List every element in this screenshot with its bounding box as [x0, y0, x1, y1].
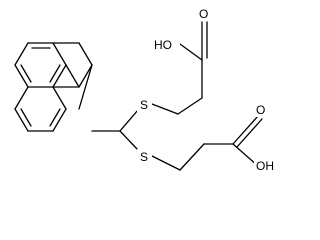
- atom-label-hydroxyl: HO: [154, 38, 172, 52]
- atom-labels: O HO S S O OH: [137, 6, 280, 173]
- bond: [52, 108, 67, 132]
- side-chains: [91, 21, 263, 171]
- naphthalene-ring: [14, 42, 93, 132]
- structure-diagram: O HO S S O OH: [14, 6, 280, 173]
- bond: [65, 64, 80, 88]
- bond: [232, 115, 259, 145]
- bond: [20, 108, 32, 127]
- bond: [49, 64, 61, 83]
- bond: [52, 42, 67, 66]
- atom-label-oxygen: O: [256, 103, 265, 117]
- bond: [232, 143, 259, 167]
- bond: [14, 42, 29, 66]
- atom-label-oxygen: O: [199, 7, 208, 21]
- bond: [177, 97, 203, 115]
- bond: [179, 43, 203, 61]
- bond: [119, 109, 139, 132]
- bond: [179, 143, 205, 171]
- bond: [49, 108, 61, 127]
- bond: [236, 118, 263, 148]
- bond: [52, 64, 67, 88]
- bond: [14, 108, 29, 132]
- bond: [78, 42, 93, 66]
- bond: [52, 86, 67, 110]
- bond: [151, 103, 179, 115]
- bond: [151, 155, 181, 171]
- bond: [78, 64, 93, 110]
- bond: [119, 130, 139, 151]
- atom-label-sulfur: S: [140, 150, 148, 164]
- bond: [14, 64, 29, 88]
- atom-label-sulfur: S: [140, 98, 148, 112]
- bond: [78, 64, 93, 88]
- bond: [14, 86, 29, 110]
- bond: [20, 64, 32, 83]
- atom-label-hydroxyl: OH: [256, 159, 274, 173]
